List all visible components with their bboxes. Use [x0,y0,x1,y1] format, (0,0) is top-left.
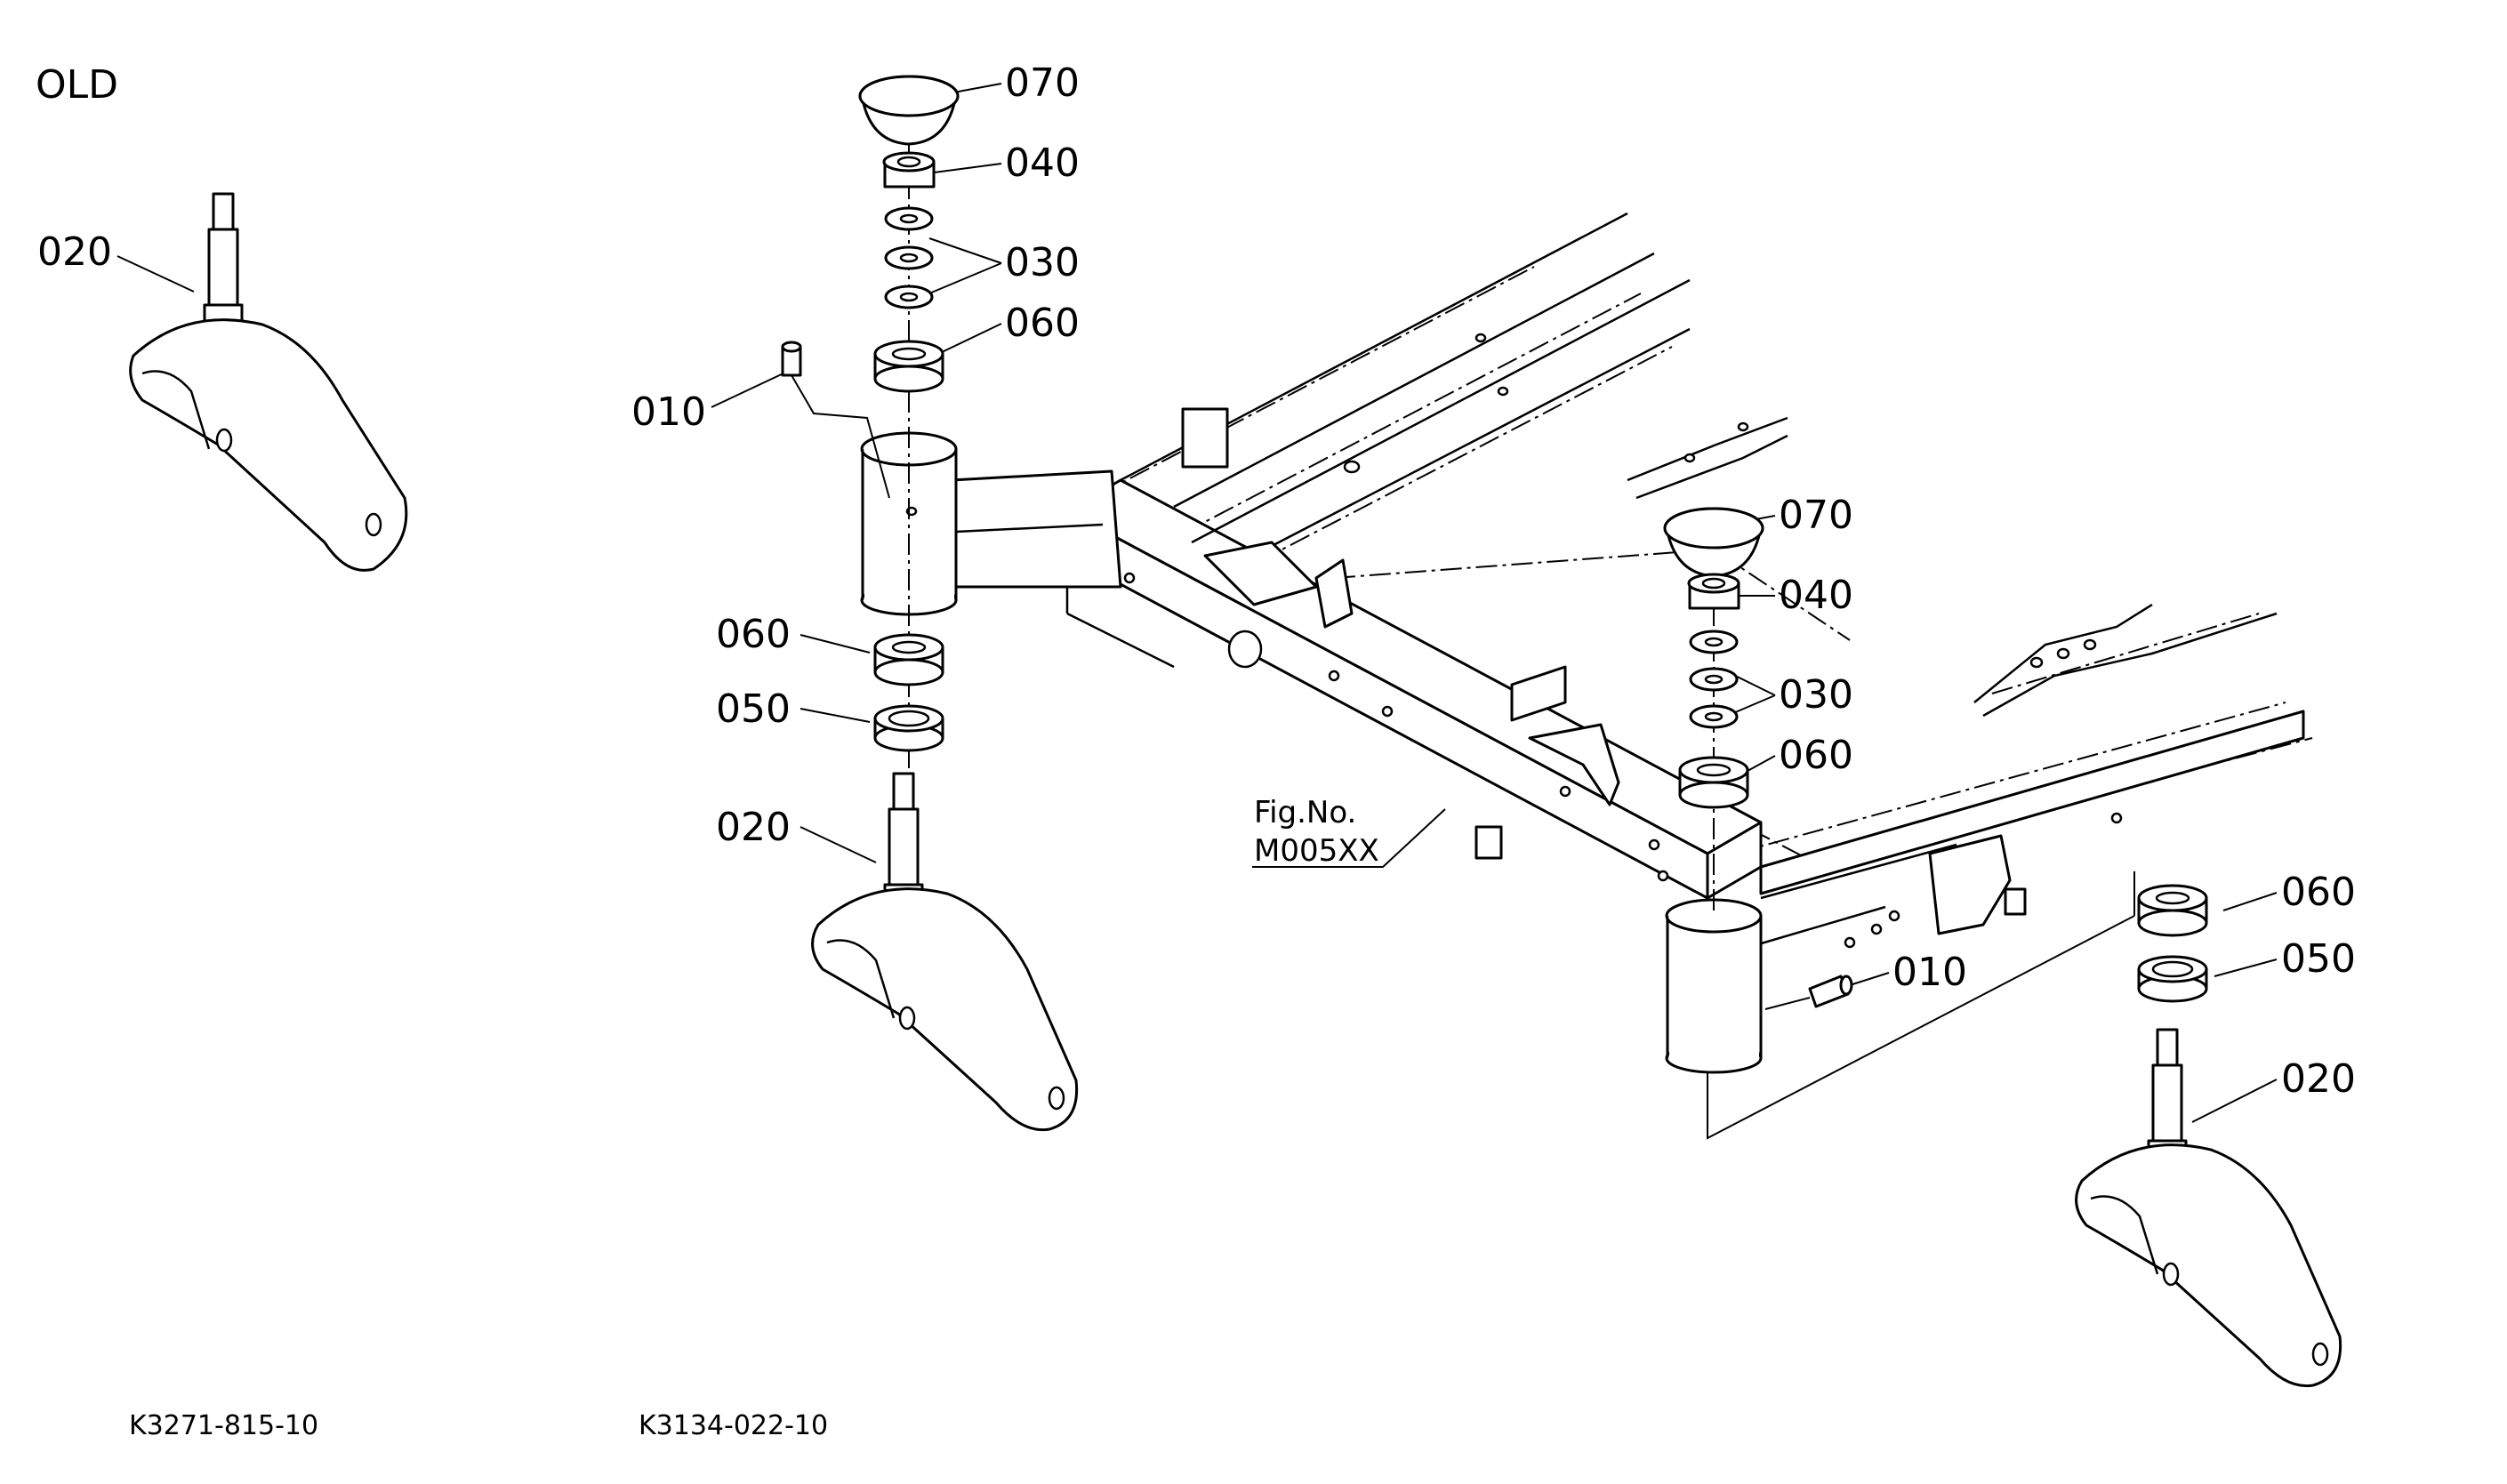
callout-left-030: 030 [1005,240,1080,285]
callout-right-060-top: 060 [1779,733,1853,778]
left-grease-nipple-010 [781,341,890,499]
code-left: K3271-815-10 [129,1410,318,1441]
callout-left-050: 050 [716,686,791,732]
left-dust-cap-070 [858,75,960,146]
callout-left-070: 070 [1005,60,1080,106]
callout-left-010: 010 [631,389,706,435]
right-caster-fork-020 [2075,1028,2342,1388]
fig-ref-line1: Fig.No. [1254,795,1356,830]
frame-beam-left [1065,212,1763,900]
left-bearing-060-bottom [873,633,944,686]
callout-right-010: 010 [1892,950,1967,995]
left-caster-fork-020 [811,772,1079,1132]
callout-left-060-bottom: 060 [716,612,791,657]
callout-left-020: 020 [716,805,791,850]
left-pivot-tube [860,107,1122,925]
callout-left-040: 040 [1005,140,1080,186]
callout-right-050: 050 [2281,936,2356,982]
code-right: K3134-022-10 [639,1410,828,1441]
right-seal-050 [2137,955,2208,1003]
callout-right-020: 020 [2281,1056,2356,1102]
right-washers-030 [1689,630,1739,729]
callout-old-020: 020 [37,229,112,275]
old-caster-fork-020 [129,192,408,572]
fig-ref-line2: M005XX [1254,833,1379,869]
old-label: OLD [36,62,118,108]
right-bearing-060-top [1678,756,1749,809]
right-bearing-060-bottom [2137,884,2208,937]
left-seal-050 [873,704,944,752]
right-nut-040 [1687,573,1740,610]
callout-left-060-top: 060 [1005,301,1080,346]
right-dust-cap-070 [1663,507,1764,578]
left-washers-030 [884,206,934,309]
callout-right-030: 030 [1779,672,1853,718]
callout-right-070: 070 [1779,493,1853,538]
callout-right-040: 040 [1779,573,1853,618]
right-grease-nipple-010 [1764,975,1853,1010]
left-nut-040 [882,151,936,189]
left-bearing-060-top [873,340,944,393]
callout-right-060-bottom: 060 [2281,870,2356,915]
